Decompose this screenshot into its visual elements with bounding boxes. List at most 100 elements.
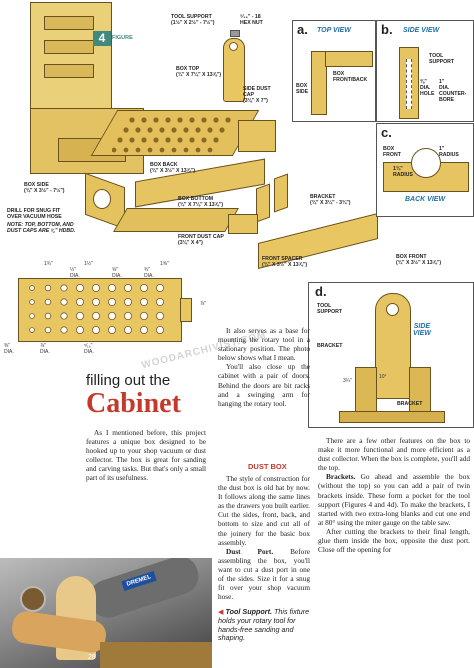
- drill-note: DRILL FOR SNUG FIT OVER VACUUM HOSE: [7, 208, 62, 220]
- dust-box-heading: DUST BOX: [248, 462, 287, 471]
- hardboard-note: NOTE: TOP, BOTTOM, AND DUST CAPS ARE ¾" …: [7, 222, 76, 234]
- column-2-body: The style of construction for the dust b…: [218, 474, 310, 601]
- hex-nut-label: ⁵⁄₁₆" - 18 HEX NUT: [240, 14, 263, 26]
- panel-a-label-1: BOX FRONT/BACK: [333, 71, 368, 83]
- page-number: 28: [88, 654, 96, 661]
- column-3-para-3: After cutting the brackets to their fina…: [318, 526, 470, 555]
- heading-line-2: Cabinet: [86, 388, 181, 419]
- photo-dremel-body: [84, 558, 204, 623]
- dust-port-hole: [93, 189, 111, 209]
- panel-a-label-2: BOX SIDE: [296, 83, 309, 95]
- column-2-para-1: It also serves as a base for mounting th…: [218, 326, 310, 363]
- column-2-text: It also serves as a base for mounting th…: [218, 326, 310, 408]
- layout-dim-f: ⅞": [200, 301, 206, 307]
- tool-support-hole: [229, 42, 238, 51]
- bracket-part-1: [274, 173, 288, 213]
- panel-d-angle: 10°: [379, 374, 387, 380]
- main-assembly-drawing: 4 FIGURE TOOL SUPPORT (1½" x 2½" - 7½") …: [0, 0, 441, 269]
- panel-d-support-hole: [386, 303, 399, 316]
- layout-dim-b: 1½": [84, 261, 93, 267]
- panel-c-back-view: c. BOX FRONT 1¾" RADIUS 1" RADIUS BACK V…: [376, 123, 474, 217]
- panel-c-title: BACK VIEW: [405, 196, 446, 203]
- cabinet-drawer-1: [44, 16, 94, 30]
- panel-d-base: [339, 411, 445, 423]
- panel-b-hole: [406, 59, 412, 109]
- tool-photo: DREMEL 28: [0, 558, 212, 668]
- column-3-text: There are a few other features on the bo…: [318, 436, 470, 554]
- panel-d-label-2: BRACKET: [317, 343, 343, 349]
- box-top-layout-drawing: 1¾" 1½" 1⅝" ½" DIA. ⅝" DIA. ¾" DIA. ⅞" D…: [0, 261, 230, 360]
- box-top-holes: [111, 114, 252, 154]
- photo-caption: ◀ Tool Support. This fixture holds your …: [218, 607, 313, 643]
- hex-nut-icon: [230, 30, 240, 37]
- panel-d-letter: d.: [315, 284, 327, 299]
- panel-a-top-view: a. TOP VIEW BOX FRONT/BACK BOX SIDE: [292, 20, 376, 122]
- panel-c-label-1: BOX FRONT: [383, 146, 401, 158]
- panel-c-label-3: 1" RADIUS: [439, 146, 459, 158]
- box-front-label: BOX FRONT (¾" x 3½" x 13⅞"): [396, 254, 442, 266]
- photo-box-top: [100, 642, 212, 668]
- figure-label: FIGURE: [112, 35, 133, 41]
- panel-b-letter: b.: [381, 22, 393, 37]
- layout-dim-c: 1⅝": [160, 261, 169, 267]
- panel-d-title: SIDE VIEW: [413, 323, 431, 337]
- tool-support-part: [223, 38, 245, 102]
- column-2-para-4: Dust Port. Before assembling the box, yo…: [218, 547, 310, 602]
- panel-b-side-view: b. SIDE VIEW TOOL SUPPORT ⅜" DIA. HOLE 1…: [376, 20, 474, 122]
- box-side-label: BOX SIDE (¾" x 3½" - 7½"): [24, 182, 65, 194]
- panel-d-label-1: TOOL SUPPORT: [317, 303, 343, 315]
- box-top-holes-svg: [111, 117, 231, 153]
- column-3-para-2: Brackets. Go ahead and assemble the box …: [318, 472, 470, 527]
- brackets-body: Go ahead and assemble the box (without t…: [318, 472, 470, 527]
- box-top-label: BOX TOP (¾" x 7⅛" x 13⅞"): [176, 66, 222, 78]
- bracket-label: BRACKET (¾" x 3¼" - 3¾"): [310, 194, 351, 206]
- bracket-part-2: [256, 183, 270, 223]
- column-1-para-1: As I mentioned before, this project feat…: [86, 428, 206, 483]
- panel-a-front-piece: [325, 51, 373, 67]
- layout-holes-svg: [29, 284, 164, 335]
- panel-a-title: TOP VIEW: [317, 27, 351, 34]
- panel-b-label-2: ⅜" DIA. HOLE: [420, 79, 435, 97]
- photo-sanding-drum: [20, 586, 46, 612]
- front-dust-cap-part: [228, 214, 258, 234]
- side-dust-cap-label: SIDE DUST CAP (3⅛" x 7"): [243, 86, 271, 104]
- brackets-lead: Brackets.: [326, 472, 356, 482]
- caption-arrow-icon: ◀: [218, 607, 224, 616]
- side-dust-cap-part: [238, 120, 276, 152]
- panel-d-support: [375, 293, 411, 399]
- front-spacer-label: FRONT SPACER (¾" x 3½" x 13⅞"): [262, 256, 308, 268]
- layout-dia-3-4: ¾" DIA.: [144, 267, 154, 279]
- cabinet-drawer-3: [44, 64, 94, 78]
- panel-a-side-piece: [311, 51, 327, 115]
- dust-port-body: Before assembling the box, you'll want t…: [218, 546, 310, 602]
- tool-support-label: TOOL SUPPORT (1½" x 2½" - 7½"): [171, 14, 215, 26]
- panel-c-radius-cut: [411, 148, 441, 178]
- figure-badge: 4: [93, 31, 111, 46]
- column-1-text: As I mentioned before, this project feat…: [86, 428, 206, 483]
- heading-line-1: filling out the: [86, 372, 171, 389]
- panel-b-label-1: TOOL SUPPORT: [429, 53, 455, 65]
- dust-port-lead: Dust Port.: [226, 546, 274, 556]
- panel-c-letter: c.: [381, 125, 392, 140]
- layout-dim-a: 1¾": [44, 261, 53, 267]
- layout-dia-5-16: ⁵⁄₁₆" DIA.: [84, 343, 94, 355]
- front-dust-cap-label: FRONT DUST CAP (3⅛" x 4"): [178, 234, 224, 246]
- panel-d-length: 3¼": [343, 378, 352, 384]
- box-back-label: BOX BACK (¾" x 3½" x 13⅞"): [150, 162, 196, 174]
- layout-dia-half: ½" DIA.: [70, 267, 80, 279]
- layout-dia-3-8: ⅜" DIA.: [4, 343, 14, 355]
- panel-d-bracket-left: [355, 367, 377, 413]
- column-2-para-3: The style of construction for the dust b…: [218, 474, 310, 547]
- layout-dia-5-8: ⅝" DIA.: [112, 267, 122, 279]
- layout-dia-7-8: ⅞" DIA.: [40, 343, 50, 355]
- panel-b-title: SIDE VIEW: [403, 27, 440, 34]
- cabinet-drawer-2: [44, 40, 94, 54]
- panel-b-label-3: 1" DIA. COUNTER- BORE: [439, 79, 467, 103]
- box-bottom-label: BOX BOTTOM (¾" x 7⅛" x 13⅞"): [178, 196, 224, 208]
- box-bottom-part: [113, 208, 239, 232]
- column-2-para-2: You'll also close up the cabinet with a …: [218, 362, 310, 408]
- column-3-para-1: There are a few other features on the bo…: [318, 436, 470, 473]
- panel-a-letter: a.: [297, 22, 308, 37]
- caption-lead: Tool Support.: [225, 607, 272, 616]
- caption-body: This fixture holds your rotary tool for …: [218, 607, 310, 643]
